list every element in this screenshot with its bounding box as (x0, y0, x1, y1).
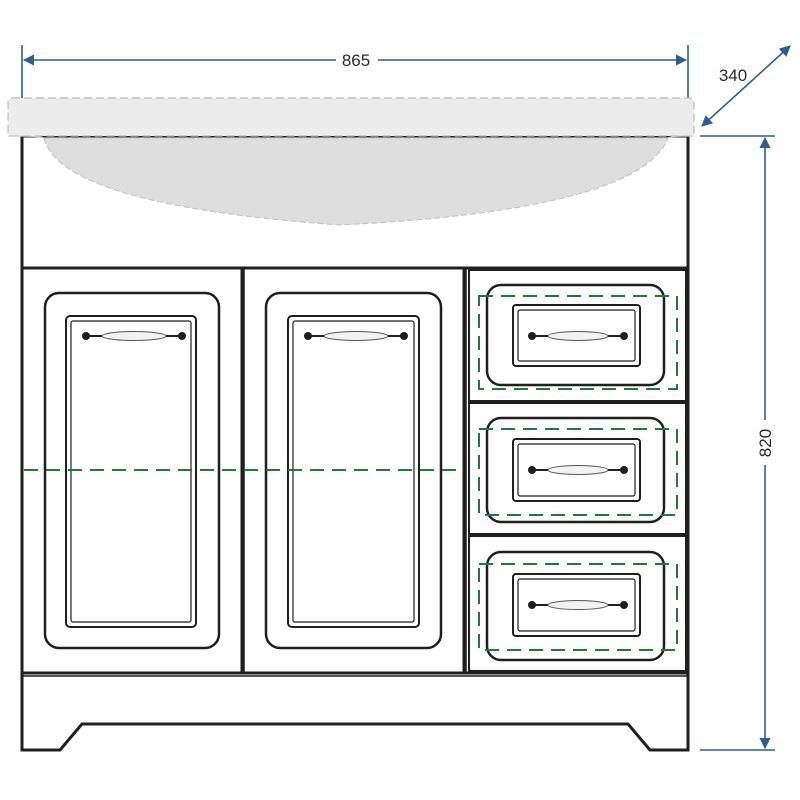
depth-label: 340 (719, 66, 747, 85)
drawer-top (469, 270, 686, 401)
depth-arrow (702, 46, 790, 126)
width-label: 865 (342, 51, 370, 70)
depth-dimension: 340 (702, 46, 790, 126)
height-label: 820 (756, 429, 775, 457)
basin-top (8, 98, 694, 136)
door-right-panel (288, 316, 419, 627)
drawer-bottom (469, 536, 686, 671)
height-dimension: 820 (700, 136, 775, 750)
door-left-panel (66, 316, 196, 627)
drawer-middle (469, 403, 686, 534)
